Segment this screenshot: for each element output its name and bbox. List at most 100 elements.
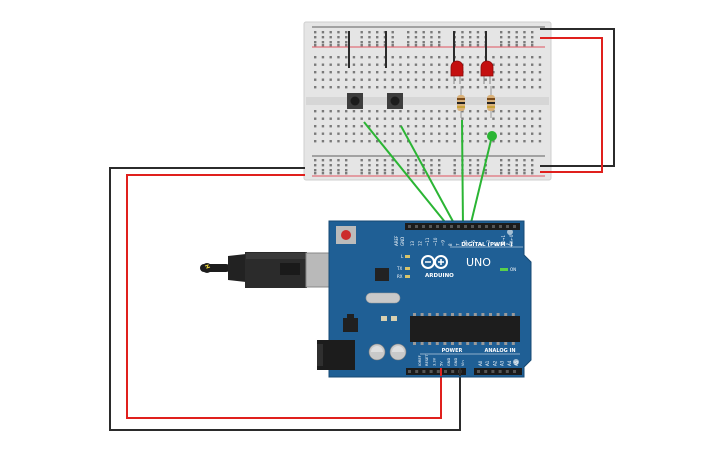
breadboard-hole xyxy=(515,41,518,44)
breadboard-hole xyxy=(399,110,402,113)
digital-pin-socket[interactable] xyxy=(436,225,439,228)
breadboard-hole xyxy=(469,159,472,162)
breadboard-hole xyxy=(438,125,441,128)
digital-pin-socket[interactable] xyxy=(478,225,481,228)
breadboard-hole xyxy=(345,44,348,47)
breadboard-hole xyxy=(438,86,441,89)
digital-pin-socket[interactable] xyxy=(506,225,509,228)
analog-pin-socket[interactable] xyxy=(477,370,480,373)
chip-pin xyxy=(481,313,485,316)
usb-plug-strain xyxy=(228,254,246,282)
analog-pin-label: A3 xyxy=(500,360,505,366)
breadboard-hole xyxy=(329,159,332,162)
chip-pin xyxy=(473,313,477,316)
breadboard-hole xyxy=(329,140,332,143)
breadboard-hole xyxy=(507,169,511,172)
power-pin-socket[interactable] xyxy=(408,370,411,373)
breadboard-hole xyxy=(407,110,410,113)
breadboard-hole xyxy=(476,164,480,167)
breadboard-hole xyxy=(414,172,418,175)
rx-label: RX xyxy=(397,274,403,279)
breadboard-hole xyxy=(376,132,379,135)
breadboard-hole xyxy=(314,110,317,113)
breadboard-hole xyxy=(484,169,487,172)
digital-pin-socket[interactable] xyxy=(443,225,446,228)
wire-5v-right xyxy=(540,37,603,173)
power-pin-socket[interactable] xyxy=(429,370,433,373)
digital-pin-socket[interactable] xyxy=(457,225,460,228)
breadboard-hole xyxy=(352,86,356,89)
arduino-logo-icon xyxy=(421,255,448,269)
breadboard-hole xyxy=(422,164,425,167)
chip-pin xyxy=(428,342,432,345)
breadboard-hole xyxy=(445,117,449,120)
digital-pin-socket[interactable] xyxy=(513,225,516,228)
breadboard-hole xyxy=(430,159,433,162)
analog-pin-socket[interactable] xyxy=(498,370,502,373)
power-pin-socket[interactable] xyxy=(436,370,440,373)
smd-cap-2 xyxy=(391,316,397,321)
digital-pin-socket[interactable] xyxy=(464,225,467,228)
digital-pin-socket[interactable] xyxy=(492,225,495,228)
breadboard-hole xyxy=(469,169,472,172)
power-pin-socket[interactable] xyxy=(444,370,447,373)
breadboard-hole xyxy=(321,56,325,59)
analog-pin-socket[interactable] xyxy=(491,370,495,373)
digital-pin-socket[interactable] xyxy=(422,225,425,228)
breadboard-hole xyxy=(538,125,542,128)
gnd-label: GND xyxy=(400,237,405,246)
breadboard-hole xyxy=(391,159,394,162)
reset-button-cap[interactable] xyxy=(341,230,351,240)
breadboard-hole xyxy=(445,56,449,59)
breadboard-hole xyxy=(407,36,410,39)
breadboard-hole xyxy=(337,71,340,74)
breadboard-hole xyxy=(368,164,371,167)
power-pin-socket[interactable] xyxy=(451,370,455,373)
breadboard-hole xyxy=(383,132,387,135)
breadboard-hole xyxy=(523,172,526,175)
breadboard-hole xyxy=(383,63,387,66)
breadboard-hole xyxy=(321,44,325,47)
usb-cable xyxy=(200,252,335,288)
digital-pin-socket[interactable] xyxy=(415,225,418,228)
digital-pin-socket[interactable] xyxy=(485,225,488,228)
power-pin-label: Vin xyxy=(461,360,465,366)
breadboard-hole xyxy=(345,169,348,172)
breadboard-hole xyxy=(492,71,495,74)
digital-pin-socket[interactable] xyxy=(450,225,453,228)
breadboard-hole xyxy=(383,41,387,44)
breadboard-hole xyxy=(329,78,332,81)
power-pin-socket[interactable] xyxy=(415,370,419,373)
digital-pin-socket[interactable] xyxy=(499,225,502,228)
breadboard-hole xyxy=(352,78,356,81)
digital-pin-label: TX→1 xyxy=(501,234,506,247)
breadboard-hole xyxy=(391,125,394,128)
breadboard-hole xyxy=(391,117,394,120)
breadboard-hole xyxy=(337,63,340,66)
analog-pin-socket[interactable] xyxy=(513,370,516,373)
breadboard-hole xyxy=(469,125,472,128)
digital-pin-socket[interactable] xyxy=(408,225,411,228)
power-pin-socket[interactable] xyxy=(422,370,426,373)
digital-pin-socket[interactable] xyxy=(471,225,474,228)
led-1 xyxy=(450,60,464,84)
wire-signal-button2 xyxy=(400,125,457,228)
digital-pin-socket[interactable] xyxy=(429,225,432,228)
chip-pin xyxy=(489,313,492,316)
analog-pin-socket[interactable] xyxy=(484,370,488,373)
breadboard-hole xyxy=(422,172,425,175)
breadboard-hole xyxy=(414,159,418,162)
breadboard-hole xyxy=(500,159,503,162)
breadboard-hole xyxy=(314,169,317,172)
analog-pin-socket[interactable] xyxy=(505,370,509,373)
analog-pin-label: A0 xyxy=(478,360,483,366)
breadboard-hole xyxy=(314,117,317,120)
chip-pin xyxy=(496,313,500,316)
breadboard-hole xyxy=(531,169,534,172)
breadboard-hole xyxy=(345,63,348,66)
analog-header xyxy=(474,368,522,375)
chip-pin xyxy=(481,342,485,345)
breadboard-hole xyxy=(360,86,363,89)
breadboard-hole xyxy=(383,164,387,167)
wire-signal-button1 xyxy=(363,121,450,228)
